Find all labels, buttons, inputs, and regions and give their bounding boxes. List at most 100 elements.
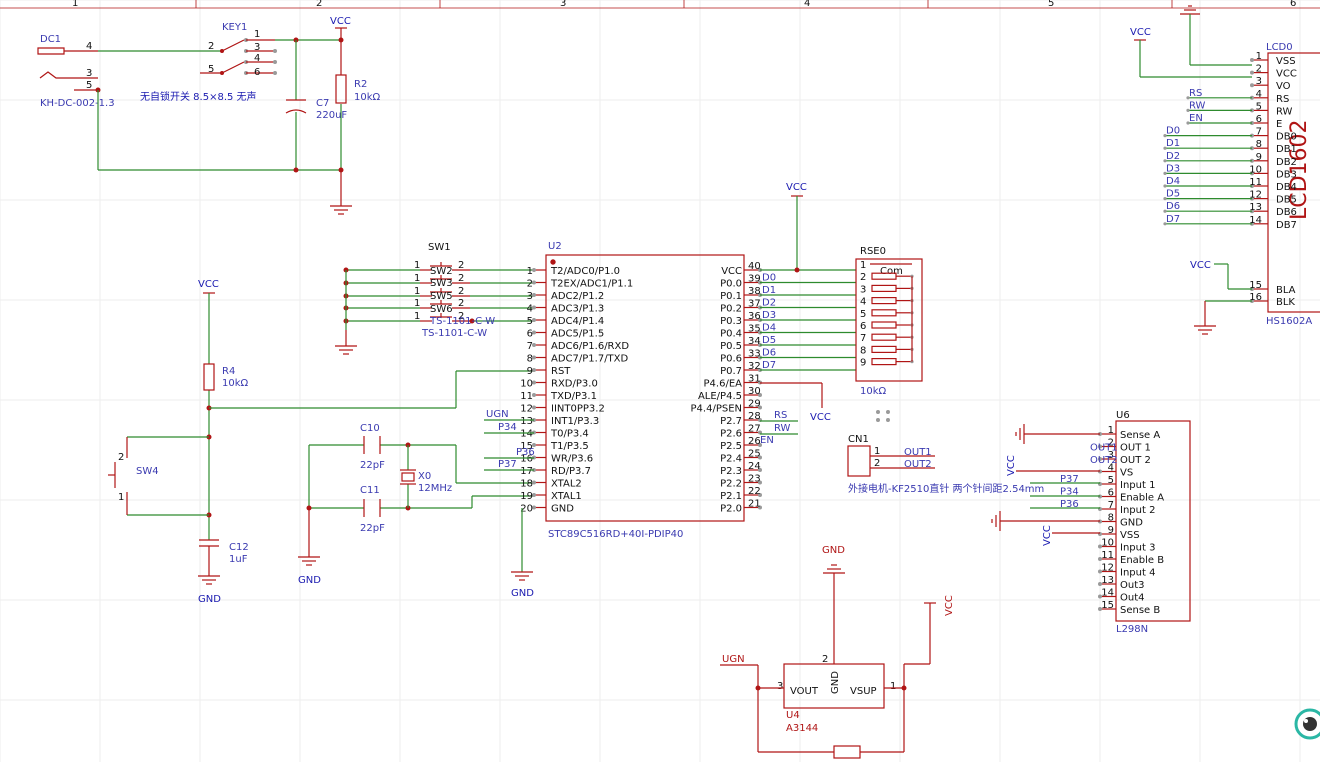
component-ref: C7 xyxy=(316,98,329,109)
pin-number: 10 xyxy=(1101,538,1114,549)
pin-number: 8 xyxy=(1108,513,1114,524)
pin-number: 1 xyxy=(254,29,260,40)
net-label: D2 xyxy=(1166,151,1180,162)
pin-number: 32 xyxy=(748,361,761,372)
resistor-r2[interactable]: R2 10kΩ xyxy=(335,74,381,104)
pin-number: 5 xyxy=(1256,101,1262,112)
net-label: OUT2 xyxy=(904,459,932,470)
pin-number: 40 xyxy=(748,261,761,272)
pin-number: 7 xyxy=(860,333,866,344)
component-ref: R4 xyxy=(222,366,235,377)
app-badge-icon[interactable] xyxy=(1294,708,1320,740)
pin-number: 13 xyxy=(520,416,533,427)
net-label: P37 xyxy=(498,459,517,470)
hall-sensor-u4[interactable]: VOUT GND VSUP 3 2 1 U4 A3144 GND UGN VCC xyxy=(720,545,955,759)
pin-number: 2 xyxy=(458,273,464,284)
pin-number: 3 xyxy=(777,681,783,692)
pin-name: VCC xyxy=(721,266,742,277)
pin-number: 12 xyxy=(1101,563,1114,574)
pin-name: OUT 1 xyxy=(1120,443,1151,454)
pin-number: 25 xyxy=(748,449,761,460)
pin-name: GND xyxy=(1120,518,1143,529)
pin-name: P0.1 xyxy=(720,291,742,302)
net-label: RS xyxy=(774,410,787,421)
pin-number: 1 xyxy=(874,446,880,457)
component-value: 22pF xyxy=(360,460,385,471)
net-label: P36 xyxy=(516,447,535,458)
pin-number: 1 xyxy=(890,681,896,692)
pin-number: 2 xyxy=(458,286,464,297)
net-label: D7 xyxy=(762,360,776,371)
pin-number: 30 xyxy=(748,386,761,397)
pin-name: T1/P3.5 xyxy=(550,441,589,452)
capacitor-c7[interactable]: C7 220uF xyxy=(285,98,347,121)
pin-number: 1 xyxy=(1108,425,1114,436)
component-ref: C11 xyxy=(360,485,380,496)
pin-number: 24 xyxy=(748,461,761,472)
crystal-x0[interactable]: X0 12MHz xyxy=(400,469,452,494)
power-symbol-gnd: GND xyxy=(298,575,321,586)
pin-number: 34 xyxy=(748,336,761,347)
button-ref: SW1 xyxy=(428,242,451,253)
pin-number: 1 xyxy=(414,286,420,297)
capacitor-c10[interactable]: C10 22pF xyxy=(360,423,385,471)
pin-name: P4.4/PSEN xyxy=(691,404,742,415)
pin-name: XTAL2 xyxy=(551,479,582,490)
pin-number: 1 xyxy=(1256,51,1262,62)
dc-jack-dc1[interactable]: DC1 4 3 5 KH-DC-002-1.3 xyxy=(37,34,115,109)
pin-name: DB6 xyxy=(1276,207,1297,218)
component-ref: RSE0 xyxy=(860,246,886,257)
pin-number: 15 xyxy=(1101,600,1114,611)
pin-number: 16 xyxy=(1249,292,1262,303)
pin-number: 11 xyxy=(1101,550,1114,561)
pin-number: 2 xyxy=(458,260,464,271)
pin-number: 6 xyxy=(1256,114,1262,125)
component-value: 220uF xyxy=(316,110,347,121)
pin-name: P2.5 xyxy=(720,441,742,452)
pin-number: 3 xyxy=(86,68,92,79)
pin-number: 38 xyxy=(748,286,761,297)
pin-name: VSUP xyxy=(850,686,877,697)
pin-name: Sense B xyxy=(1120,605,1160,616)
net-label-ugn: UGN xyxy=(486,409,509,420)
pin-number: 4 xyxy=(1108,463,1114,474)
pin-number: 14 xyxy=(1249,215,1262,226)
pin-name: INT1/P3.3 xyxy=(551,416,599,427)
pin-name: DB4 xyxy=(1276,182,1297,193)
net-label: D3 xyxy=(762,310,776,321)
capacitor-c11[interactable]: C11 22pF xyxy=(360,485,385,534)
pin-name: Out4 xyxy=(1120,593,1145,604)
pin-number: 35 xyxy=(748,324,761,335)
pin-name: T0/P3.4 xyxy=(550,429,589,440)
pin-number: 17 xyxy=(520,466,533,477)
key-switch-key1[interactable]: KEY1 1 2 3 4 5 6 无自锁开关 8.5×8.5 无声 xyxy=(98,22,277,103)
pin-name: ADC2/P1.2 xyxy=(551,291,604,302)
pin-name: P2.1 xyxy=(720,491,742,502)
pin-name: Input 2 xyxy=(1120,505,1155,516)
resistor-r4[interactable]: R4 10kΩ xyxy=(203,363,249,391)
pin-number: 2 xyxy=(118,452,124,463)
pin-number: 29 xyxy=(748,399,761,410)
net-label: EN xyxy=(1189,113,1203,124)
pin-name: P4.6/EA xyxy=(704,379,743,390)
reset-switch-sw4[interactable]: 2 1 SW4 xyxy=(108,437,159,515)
sheet-ruler: 1 2 3 4 5 6 xyxy=(0,0,1320,9)
pin-number: 11 xyxy=(520,391,533,402)
pin-number: 8 xyxy=(860,345,866,356)
capacitor-c12[interactable]: C12 1uF xyxy=(199,539,249,565)
pin-number: 1 xyxy=(414,260,420,271)
component-part: A3144 xyxy=(786,723,818,734)
pin-number: 1 xyxy=(414,273,420,284)
net-label: EN xyxy=(760,435,774,446)
pin-number: 6 xyxy=(254,67,260,78)
pin-name: DB0 xyxy=(1276,132,1297,143)
component-desc: 外接电机-KF2510直针 两个针间距2.54mm xyxy=(848,482,1044,495)
pin-name: P0.5 xyxy=(720,341,742,352)
connector-cn1[interactable]: CN1 1 2 OUT1 OUT2 外接电机-KF2510直针 两个针间距2.5… xyxy=(847,410,1044,495)
